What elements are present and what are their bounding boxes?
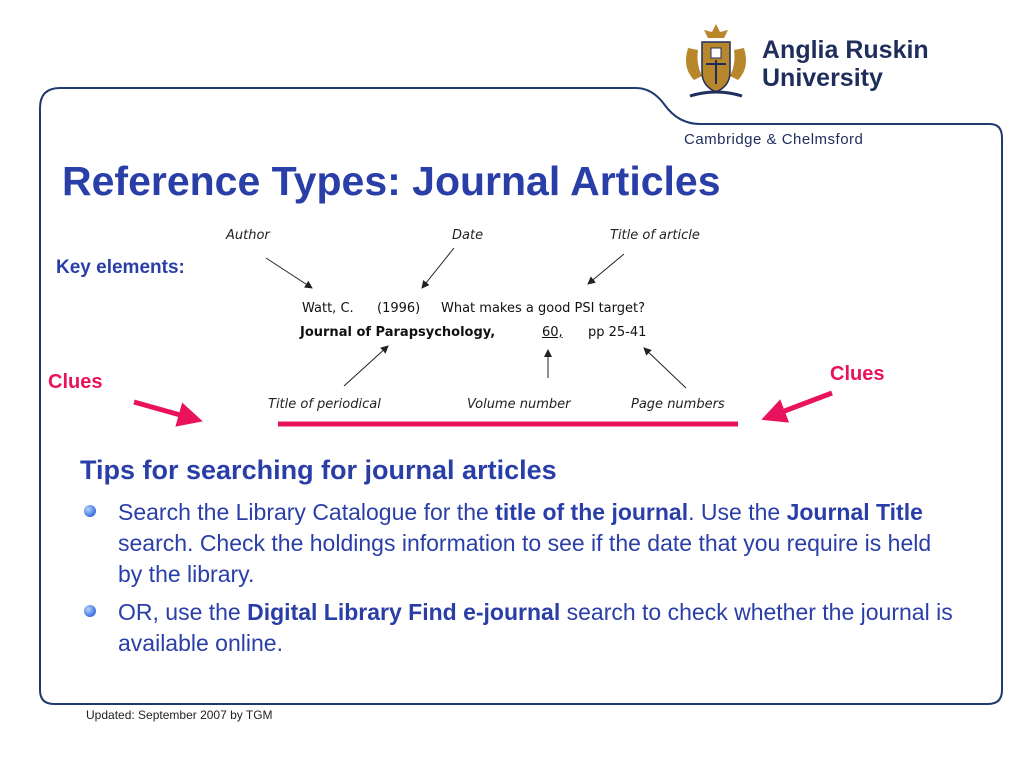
clues-left-arrow xyxy=(133,399,203,427)
logo-campus: Cambridge & Chelmsford xyxy=(684,131,864,148)
arrow-page-numbers xyxy=(643,347,687,389)
reference-diagram: Author Date Title of article Watt, C. (1… xyxy=(133,228,833,427)
tip-1-text-b: . Use the xyxy=(688,499,787,525)
arrow-date xyxy=(421,247,455,289)
arrow-author xyxy=(265,257,313,289)
arrow-title-of-periodical xyxy=(343,345,389,387)
clues-right-label: Clues xyxy=(830,363,885,385)
logo-name-line1: Anglia Ruskin xyxy=(762,36,929,64)
tips-heading: Tips for searching for journal articles xyxy=(80,455,557,485)
arrow-title-of-article xyxy=(587,253,625,285)
tip-1-text-a: Search the Library Catalogue for the xyxy=(118,499,496,525)
crest-icon xyxy=(686,24,746,98)
citation-year: (1996) xyxy=(377,301,421,316)
label-volume-number: Volume number xyxy=(467,397,571,412)
label-title-of-article: Title of article xyxy=(610,228,700,243)
key-elements-label: Key elements: xyxy=(56,257,185,278)
label-title-of-periodical: Title of periodical xyxy=(268,397,381,412)
tip-1-bold-b: Journal Title xyxy=(786,499,923,525)
clues-right-arrow xyxy=(761,390,833,423)
diagram-arrows xyxy=(133,247,833,427)
logo-name-line2: University xyxy=(762,64,883,92)
label-author: Author xyxy=(226,228,270,243)
bullet-icon xyxy=(84,505,96,517)
tip-1-text-c: search. Check the holdings information t… xyxy=(118,530,932,587)
footer-updated: Updated: September 2007 by TGM xyxy=(86,708,273,722)
label-date: Date xyxy=(452,228,484,243)
tip-1-bold-a: title of the journal xyxy=(495,499,689,525)
bullet-icon xyxy=(84,605,96,617)
tip-2-text-a: OR, use the xyxy=(118,599,248,625)
citation-journal: Journal of Parapsychology, xyxy=(300,325,496,340)
tip-2-bold-a: Digital Library Find e-journal xyxy=(247,599,561,625)
university-logo: Anglia Ruskin University xyxy=(680,18,980,108)
tip-bullet-2: OR, use the Digital Library Find e-journ… xyxy=(118,597,958,659)
citation-author: Watt, C. xyxy=(302,301,354,316)
clues-left-label: Clues xyxy=(48,371,103,393)
citation-pages: pp 25-41 xyxy=(588,325,647,340)
tip-bullet-1: Search the Library Catalogue for the tit… xyxy=(118,497,958,590)
citation-article-title: What makes a good PSI target? xyxy=(441,301,646,316)
slide-title: Reference Types: Journal Articles xyxy=(62,158,721,204)
citation-volume: 60, xyxy=(542,325,563,340)
tip-2-text-b: search to check whether the journal is a… xyxy=(118,599,953,656)
label-page-numbers: Page numbers xyxy=(631,397,725,412)
